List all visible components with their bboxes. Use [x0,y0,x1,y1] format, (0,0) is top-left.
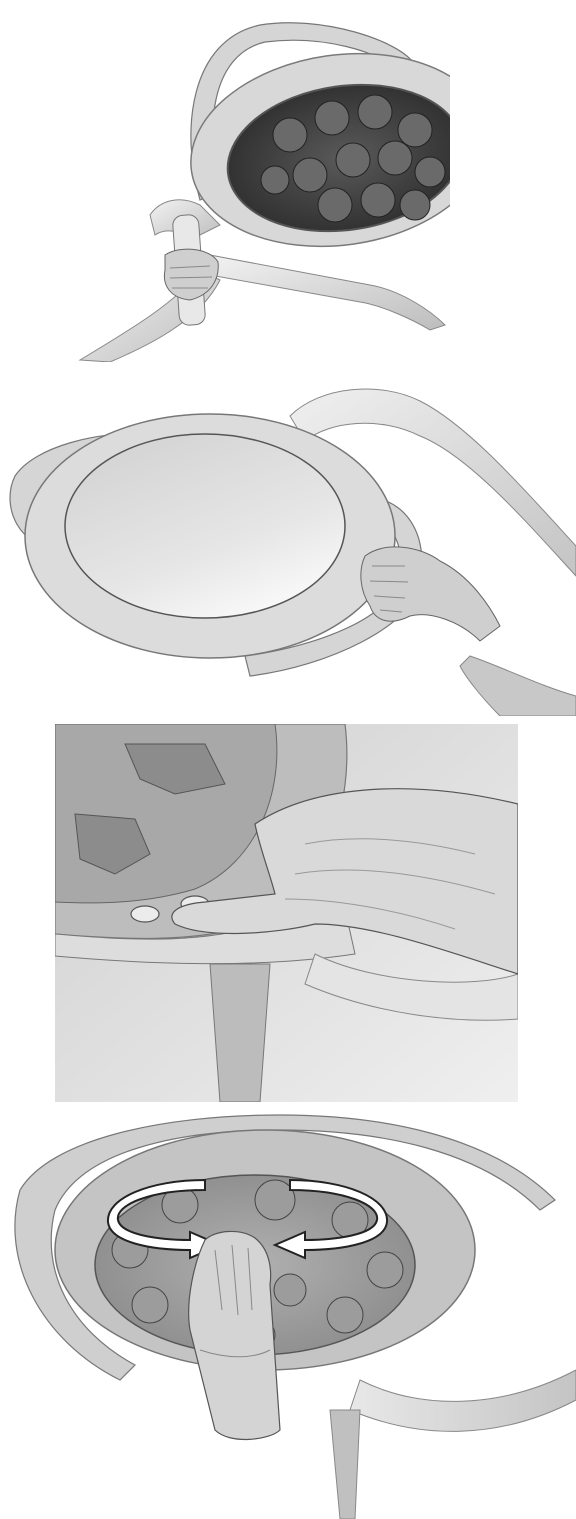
illustration-lamp-grip [70,0,450,362]
figure-lamp-grip-handle [70,0,450,362]
figure-lamp-side-handle [0,376,576,716]
hand [189,1231,280,1439]
control-button [131,906,159,922]
illustration-control-press [55,724,518,1102]
lamp-dome [65,434,345,618]
illustration-lamp-side [0,376,576,716]
figure-control-button [55,724,518,1102]
figure-center-handle-rotation [0,1110,576,1519]
illustration-rotate-handle [0,1110,576,1519]
